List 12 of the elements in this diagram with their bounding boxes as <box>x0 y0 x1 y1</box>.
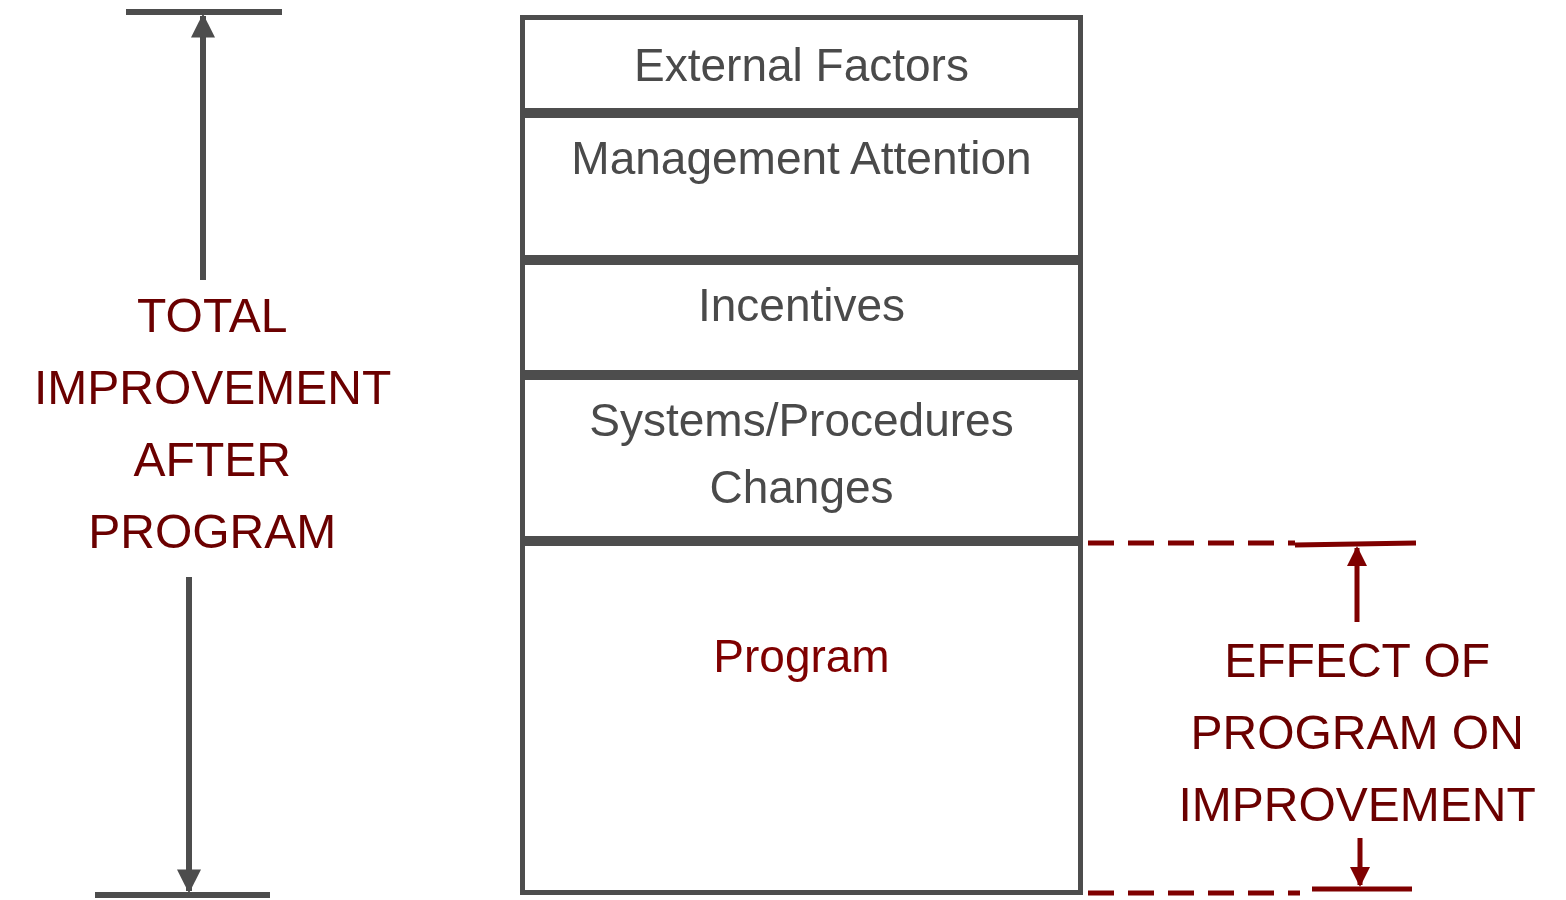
segment-label: Management Attention <box>571 131 1032 186</box>
stack-segment <box>520 536 1083 895</box>
stack-segment <box>520 370 1083 546</box>
segment-label: Program <box>713 629 890 684</box>
stack-segment <box>520 15 1083 118</box>
stack-segment <box>520 255 1083 380</box>
dimension-label: EFFECT OF PROGRAM ON IMPROVEMENT <box>1178 633 1536 833</box>
dimension-label: TOTAL IMPROVEMENT AFTER PROGRAM <box>34 288 391 560</box>
segment-label: External Factors <box>634 38 969 93</box>
segment-label: Systems/Procedures Changes <box>588 393 1015 515</box>
segment-label: Incentives <box>697 278 906 333</box>
stack-segment <box>520 108 1083 265</box>
